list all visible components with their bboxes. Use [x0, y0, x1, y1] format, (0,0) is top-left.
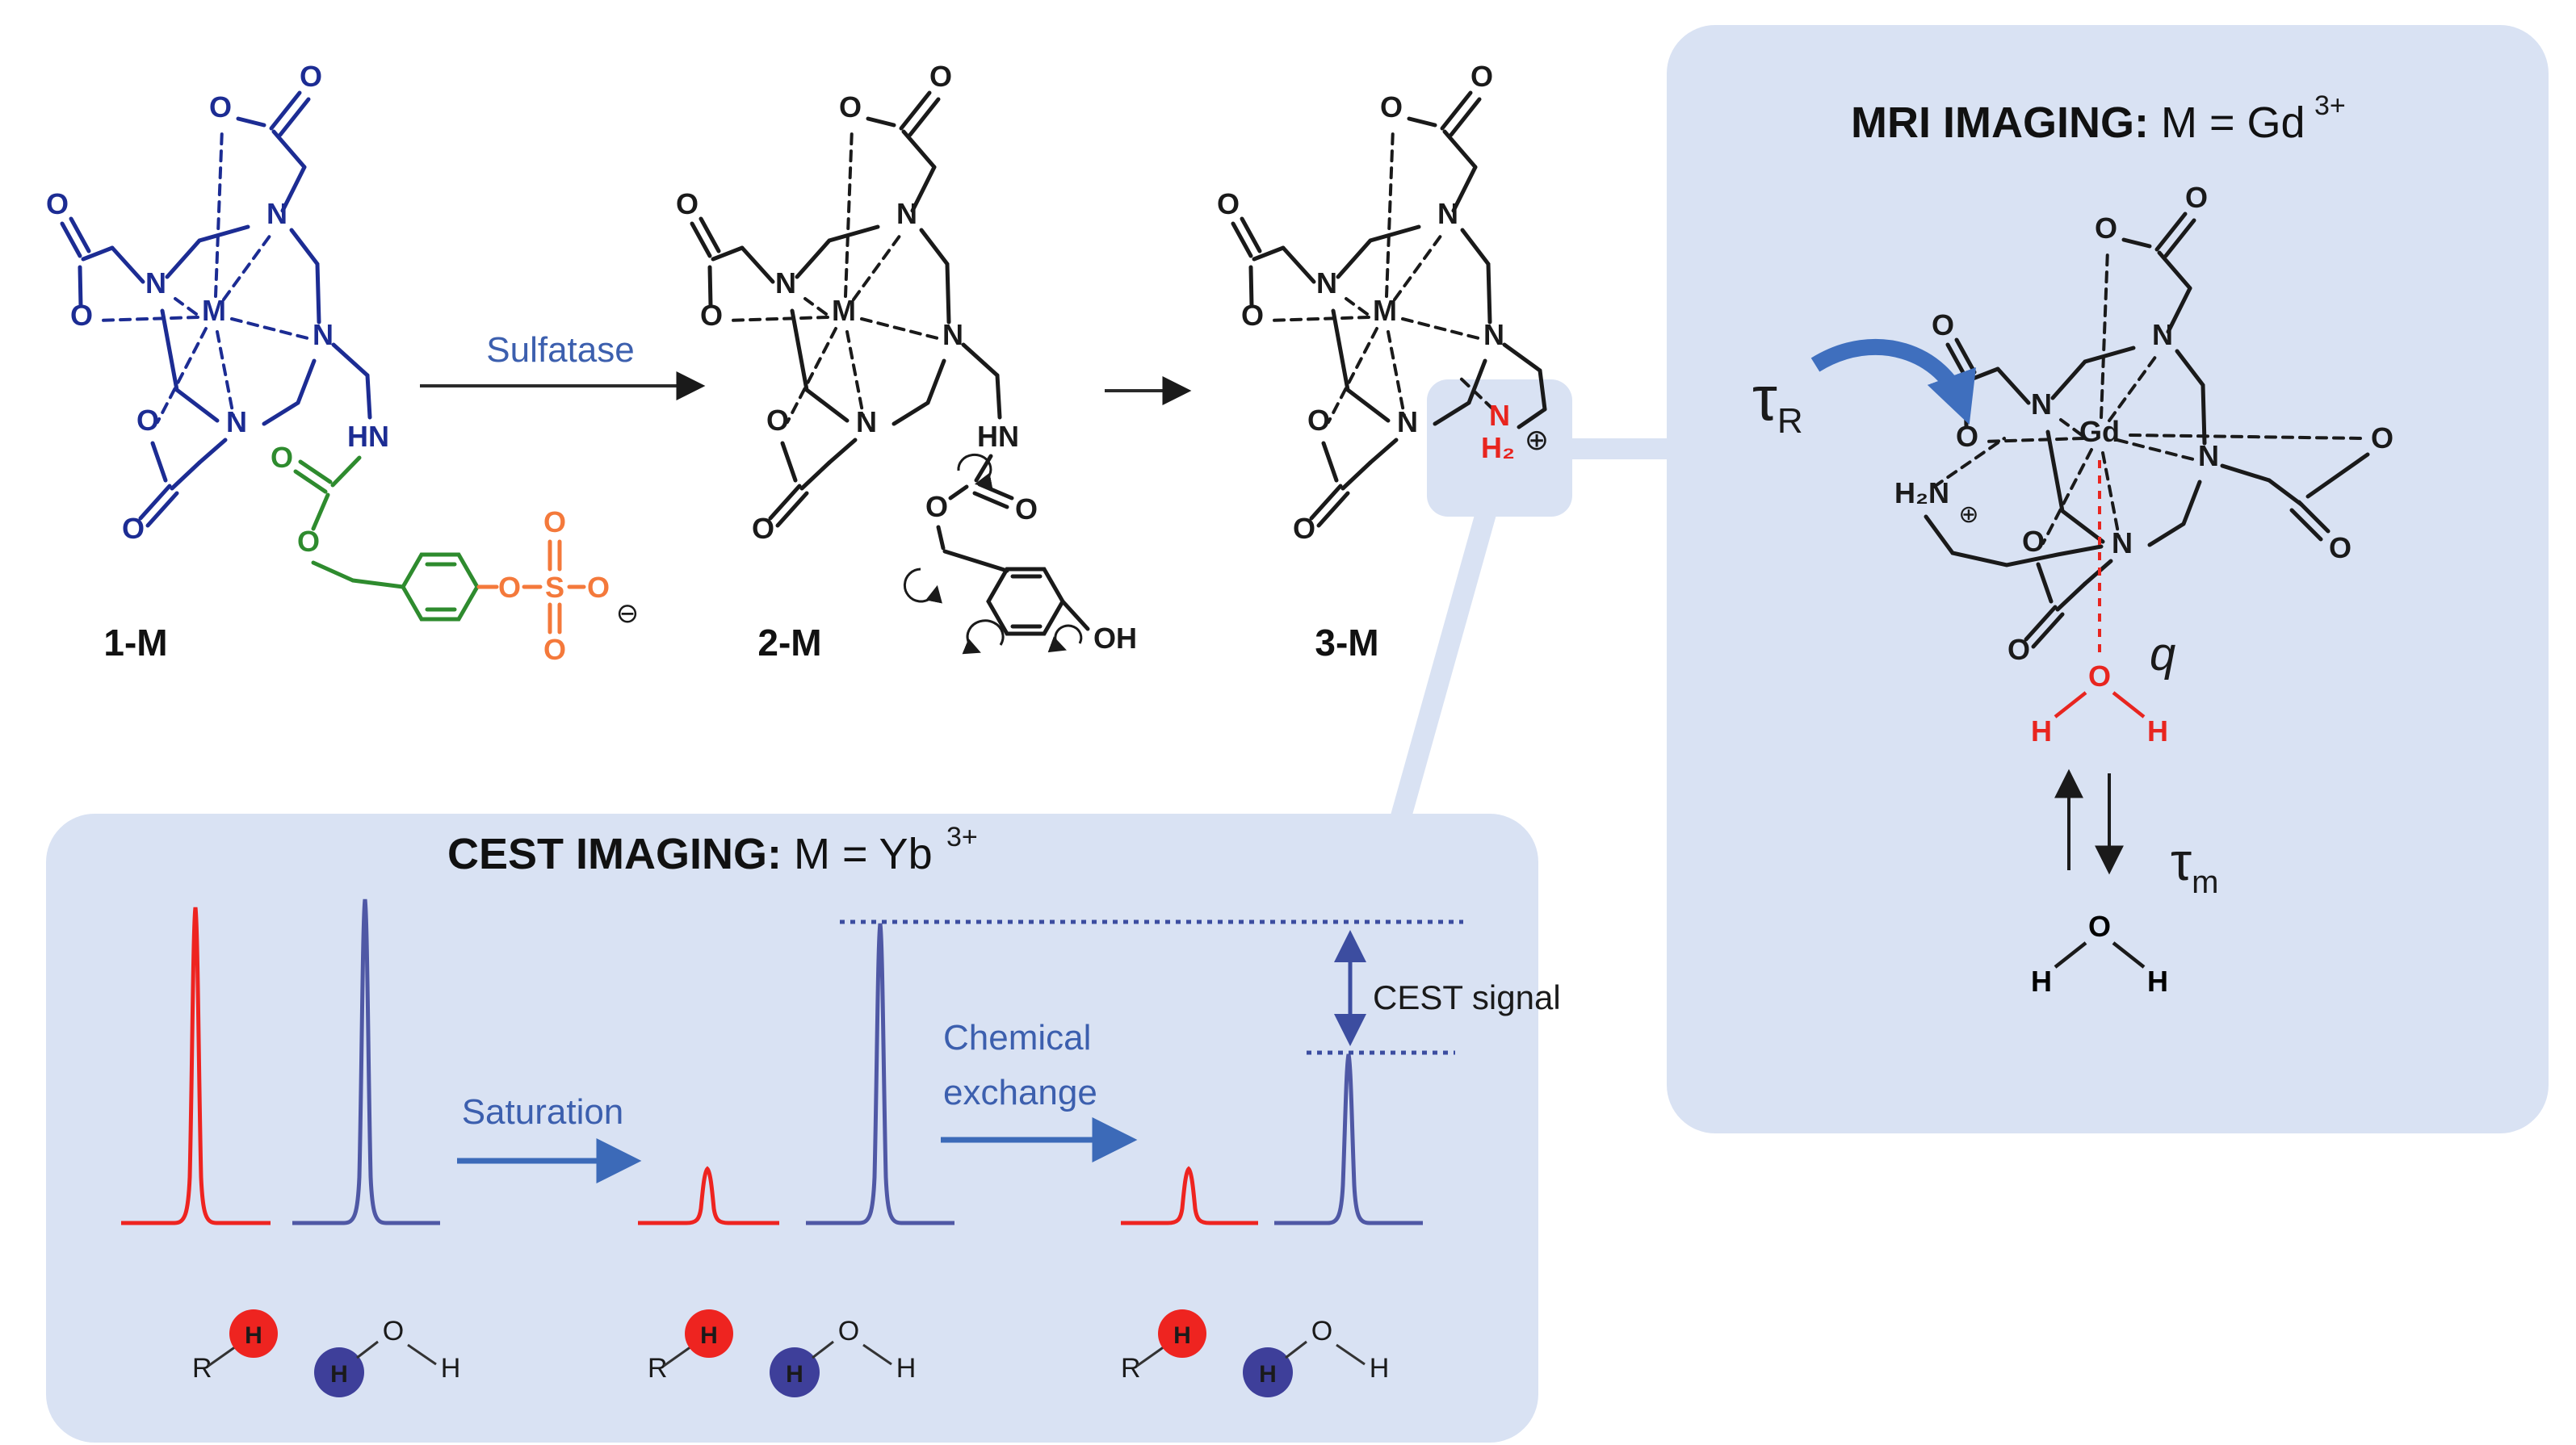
- curved-arrow-icon: [962, 619, 1005, 655]
- exchange-molecules-a: R H H O H: [192, 1309, 460, 1397]
- tau-r-rotation-arrow: [1810, 338, 1976, 425]
- amide-hn: HN: [977, 420, 1019, 453]
- o-atom: O: [2088, 660, 2111, 693]
- mri-title-superscript: 3+: [2314, 90, 2346, 121]
- o-atom: O: [925, 490, 948, 523]
- h-atom: H: [245, 1322, 262, 1349]
- cest-title-superscript: 3+: [946, 822, 978, 852]
- sulfatase-label: Sulfatase: [486, 330, 634, 370]
- nmr-peak-red-small: [638, 1166, 779, 1225]
- chemical-exchange-label-2: exchange: [943, 1073, 1097, 1112]
- amine-h2n: H₂N: [1894, 476, 1949, 509]
- gd-complex: Gd O O H₂N ⊕: [1894, 181, 2393, 666]
- r-label: R: [192, 1353, 212, 1384]
- amide-hn: HN: [347, 420, 389, 453]
- ammonium-group: N H₂ ⊕: [1481, 399, 1549, 464]
- water-proton-circle: [314, 1347, 364, 1397]
- h-atom: H: [441, 1353, 461, 1384]
- o-atom: O: [2088, 910, 2111, 943]
- labile-proton-circle: [685, 1309, 733, 1358]
- h-atom: H: [786, 1361, 803, 1388]
- cest-panel: [46, 814, 1538, 1443]
- chemical-exchange-label-1: Chemical: [943, 1018, 1091, 1058]
- minus-charge-icon: ⊖: [616, 598, 640, 629]
- curved-arrow-icon: [957, 453, 993, 490]
- nmr-peak-red-tall: [121, 907, 271, 1225]
- o-atom: O: [838, 1316, 859, 1347]
- molecule-1m: M HN O O O S O O: [46, 60, 639, 666]
- water-proton-circle: [1243, 1347, 1293, 1397]
- water-proton-circle: [770, 1347, 820, 1397]
- h2-label: H₂: [1481, 431, 1515, 464]
- h-atom: H: [1370, 1353, 1390, 1384]
- metal-center: M: [1373, 294, 1397, 327]
- o-atom: O: [1015, 492, 1038, 526]
- molecule-2m: M HN O O OH: [676, 60, 1137, 655]
- metal-center: M: [832, 294, 856, 327]
- s-atom: S: [545, 571, 564, 604]
- o-atom: O: [297, 525, 320, 558]
- h-atom: H: [2147, 965, 2168, 998]
- label-1m: 1-M: [103, 622, 167, 664]
- nmr-peak-blue-tall: [806, 923, 954, 1225]
- o-atom: O: [383, 1316, 404, 1347]
- connector-to-cest: [1388, 510, 1496, 828]
- h-atom: H: [896, 1353, 917, 1384]
- h-atom: H: [1173, 1322, 1191, 1349]
- plus-charge-icon: ⊕: [1525, 423, 1549, 456]
- o-atom: O: [2329, 531, 2352, 564]
- h-atom: H: [700, 1322, 718, 1349]
- o-atom: O: [543, 505, 566, 538]
- curved-arrow-icon: [903, 568, 942, 604]
- metal-center: M: [202, 294, 226, 327]
- o-atom: O: [1311, 1316, 1332, 1347]
- bulk-water: O H H: [2031, 910, 2168, 998]
- molecule-3m: M N H₂ ⊕: [1217, 60, 1549, 545]
- exchange-molecules-c: R H H O H: [1121, 1309, 1389, 1397]
- curved-arrow-icon: [1047, 624, 1083, 653]
- h-atom: H: [1259, 1361, 1277, 1388]
- h-atom: H: [2147, 714, 2168, 748]
- mri-title: MRI IMAGING: M = Gd: [1851, 98, 2305, 147]
- nmr-peak-blue-tall: [292, 898, 440, 1225]
- r-label: R: [1121, 1353, 1141, 1384]
- cest-title: CEST IMAGING: M = Yb: [447, 830, 933, 878]
- o-atom: O: [587, 571, 610, 604]
- hydroxyl: OH: [1093, 622, 1137, 655]
- saturation-label: Saturation: [462, 1092, 624, 1132]
- exchange-molecules-b: R H H O H: [648, 1309, 916, 1397]
- tau-m-label: τm: [2171, 831, 2218, 900]
- metal-center-gd: Gd: [2079, 415, 2120, 448]
- h-atom: H: [330, 1361, 348, 1388]
- o-atom: O: [498, 571, 521, 604]
- tau-r-label: τR: [1752, 362, 1803, 441]
- nmr-peak-red-small: [1121, 1166, 1258, 1225]
- inner-sphere-water: O H H: [2031, 460, 2168, 748]
- sulfate-group: O S O O O ⊖: [476, 505, 640, 666]
- r-label: R: [648, 1353, 668, 1384]
- carbamate-benzyl-group: O O: [271, 441, 480, 622]
- label-2m: 2-M: [757, 622, 821, 664]
- o-atom: O: [271, 441, 293, 474]
- n-atom: N: [1489, 399, 1510, 432]
- phenol-ring: [986, 567, 1065, 636]
- o-atom: O: [543, 633, 566, 666]
- plus-charge-icon: ⊕: [1958, 501, 1978, 528]
- h-atom: H: [2031, 714, 2052, 748]
- h-atom: H: [2031, 965, 2052, 998]
- labile-proton-circle: [1158, 1309, 1206, 1358]
- o-atom: O: [2371, 421, 2393, 454]
- cest-signal-label: CEST signal: [1373, 978, 1561, 1016]
- mri-panel: [1667, 25, 2549, 1133]
- label-3m: 3-M: [1315, 622, 1378, 664]
- q-label: q: [2150, 628, 2175, 681]
- labile-proton-circle: [229, 1309, 278, 1358]
